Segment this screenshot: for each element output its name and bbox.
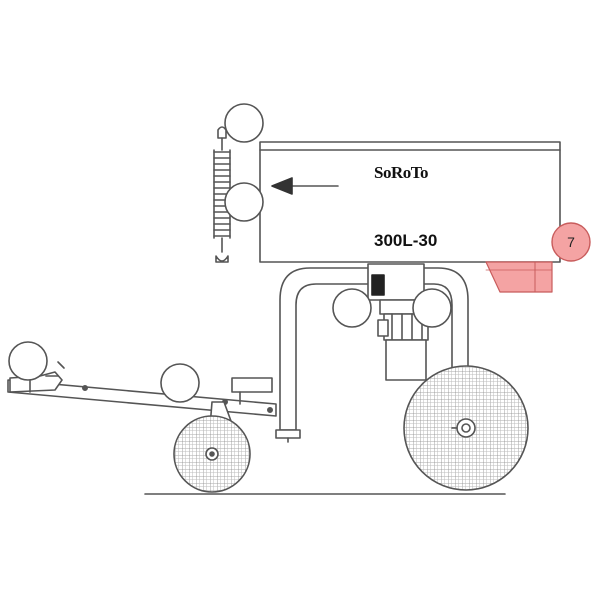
model-label: 300L-30 bbox=[374, 231, 437, 250]
brand-label: SoRoTo bbox=[374, 163, 428, 182]
balloon-motor-left bbox=[332, 288, 372, 328]
balloon-spring-top bbox=[224, 103, 264, 143]
reference-balloons bbox=[8, 103, 452, 403]
callout-number: 7 bbox=[567, 234, 575, 250]
direction-arrow bbox=[271, 177, 339, 195]
balloon-motor-right bbox=[412, 288, 452, 328]
highlighted-part-chute bbox=[485, 261, 553, 293]
mixer-drum bbox=[259, 141, 561, 263]
balloon-hitch bbox=[8, 341, 48, 381]
balloon-spring bbox=[224, 182, 264, 222]
front-wheel bbox=[173, 415, 251, 493]
tow-bar bbox=[7, 361, 277, 417]
rear-wheel bbox=[403, 365, 529, 491]
callout-balloon-7[interactable] bbox=[551, 222, 591, 262]
balloon-tow-bar bbox=[160, 363, 200, 403]
